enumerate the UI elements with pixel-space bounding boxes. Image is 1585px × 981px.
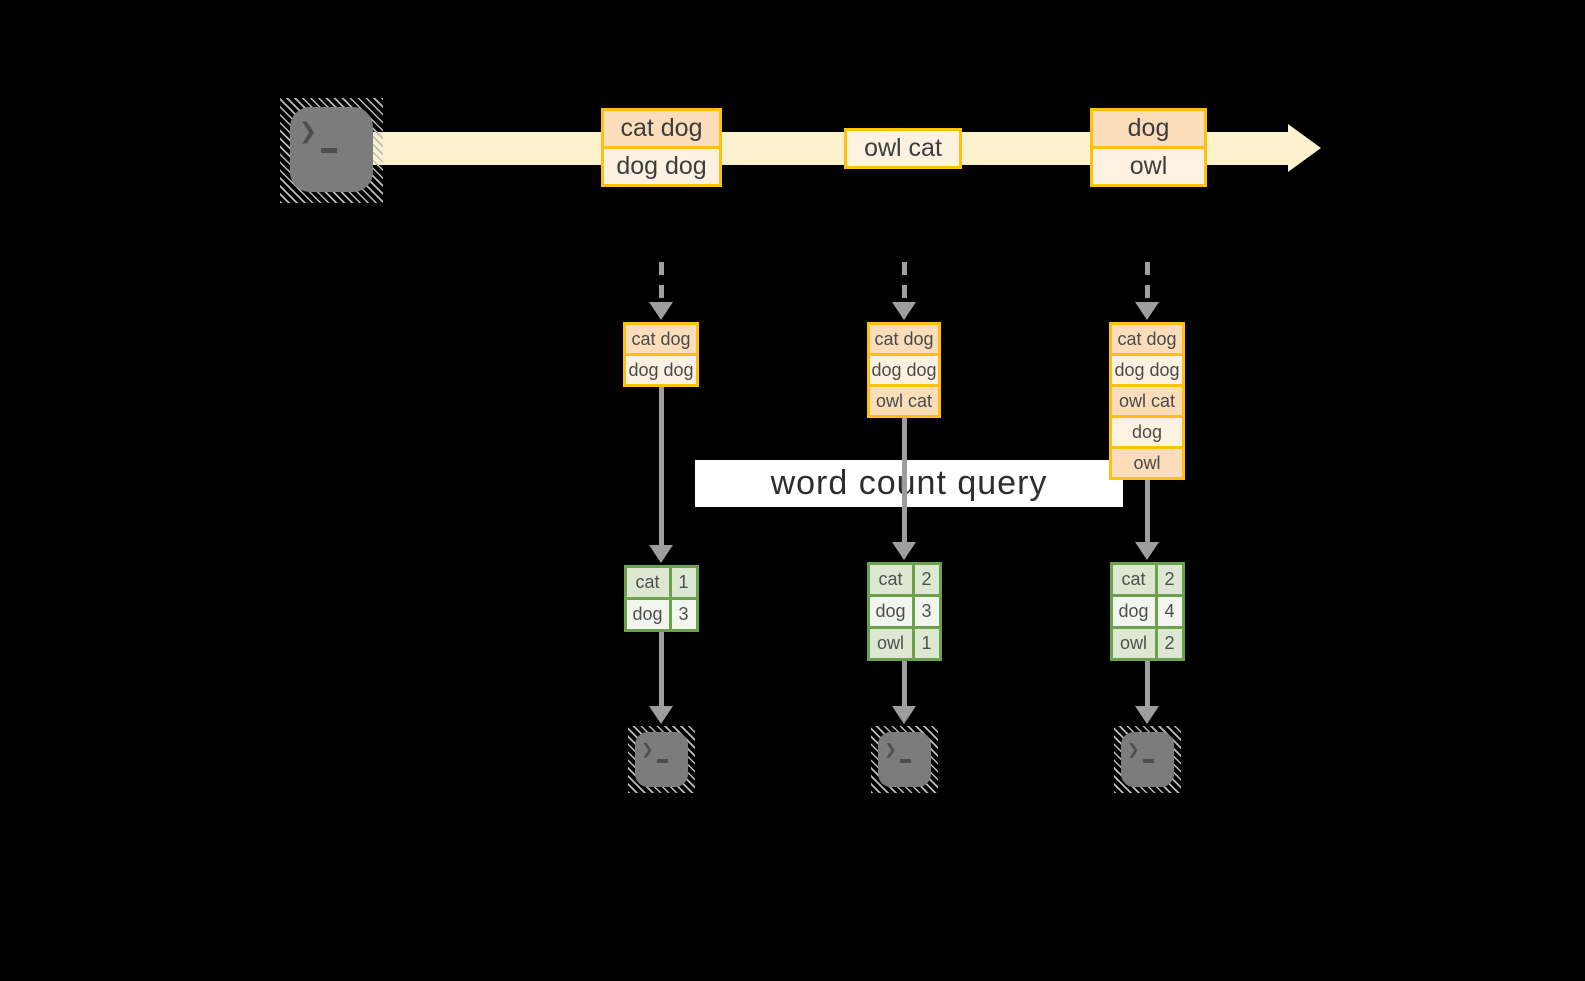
input-record: owl cat: [870, 387, 938, 415]
input-record: cat dog: [1112, 325, 1182, 353]
word-cell: cat: [626, 568, 669, 597]
stream-record: cat dog: [604, 111, 719, 146]
count-cell: 2: [1157, 565, 1182, 594]
batch-dispatch-arrowhead-icon: [649, 302, 673, 320]
word-cell: owl: [869, 629, 912, 658]
input-record: dog dog: [870, 356, 938, 384]
batch-input-box: cat dog dog dog owl cat: [867, 322, 941, 418]
query-arrowhead-icon: [1135, 542, 1159, 560]
batch-dispatch-arrowhead-icon: [892, 302, 916, 320]
word-cell: dog: [869, 597, 912, 626]
word-cell: dog: [626, 600, 669, 629]
prompt-underscore-icon: [1142, 759, 1154, 763]
batch-input-box: cat dog dog dog owl cat dog owl: [1109, 322, 1185, 480]
terminal-window: ❯: [634, 732, 688, 787]
query-arrowhead-icon: [892, 542, 916, 560]
stream-record: dog dog: [604, 149, 719, 184]
query-arrow-line: [658, 387, 664, 545]
word-cell: dog: [1112, 597, 1155, 626]
input-record: owl cat: [1112, 387, 1182, 415]
word-count-query-label: word count query: [695, 460, 1123, 507]
prompt-underscore-icon: [899, 759, 911, 763]
input-record: dog dog: [626, 356, 696, 384]
prompt-underscore-icon: [656, 759, 668, 763]
input-record: dog dog: [1112, 356, 1182, 384]
count-cell: 2: [914, 565, 939, 594]
prompt-chevron-icon: ❯: [884, 737, 897, 761]
word-cell: cat: [1112, 565, 1155, 594]
output-arrowhead-icon: [649, 706, 673, 724]
terminal-output-icon: ❯: [1113, 726, 1181, 793]
query-label-text: word count query: [770, 464, 1048, 502]
word-cell: owl: [1112, 629, 1155, 658]
terminal-window: ❯: [877, 732, 931, 787]
prompt-chevron-icon: ❯: [1127, 737, 1140, 761]
stream-batch-box: owl cat: [844, 128, 962, 169]
output-arrowhead-icon: [1135, 706, 1159, 724]
query-arrow-line: [1144, 480, 1150, 542]
terminal-window: ❯: [290, 107, 373, 192]
count-cell: 4: [1157, 597, 1182, 626]
stream-record: dog: [1093, 111, 1204, 146]
prompt-chevron-icon: ❯: [641, 737, 654, 761]
terminal-source-icon: ❯: [280, 98, 383, 203]
prompt-chevron-icon: ❯: [299, 114, 318, 149]
input-record: dog: [1112, 418, 1182, 446]
input-record: owl: [1112, 449, 1182, 477]
prompt-underscore-icon: [321, 148, 338, 153]
batch-dispatch-arrow-line: [1144, 262, 1150, 302]
count-cell: 3: [914, 597, 939, 626]
terminal-output-icon: ❯: [627, 726, 695, 793]
terminal-output-icon: ❯: [870, 726, 938, 793]
batch-dispatch-arrowhead-icon: [1135, 302, 1159, 320]
stream-record: owl: [1093, 149, 1204, 184]
input-record: cat dog: [870, 325, 938, 353]
batch-dispatch-arrow-line: [901, 262, 907, 302]
input-record: cat dog: [626, 325, 696, 353]
count-cell: 2: [1157, 629, 1182, 658]
count-cell: 1: [914, 629, 939, 658]
output-arrow-line: [1144, 661, 1150, 706]
query-arrow-line: [901, 418, 907, 542]
count-cell: 3: [671, 600, 696, 629]
batch-input-box: cat dog dog dog: [623, 322, 699, 387]
count-cell: 1: [671, 568, 696, 597]
stream-record: owl cat: [847, 131, 959, 166]
stream-arrowhead-icon: [1288, 124, 1321, 172]
word-cell: cat: [869, 565, 912, 594]
terminal-window: ❯: [1120, 732, 1174, 787]
output-arrow-line: [901, 661, 907, 706]
query-arrowhead-icon: [649, 545, 673, 563]
output-arrowhead-icon: [892, 706, 916, 724]
output-arrow-line: [658, 632, 664, 706]
batch-dispatch-arrow-line: [658, 262, 664, 302]
